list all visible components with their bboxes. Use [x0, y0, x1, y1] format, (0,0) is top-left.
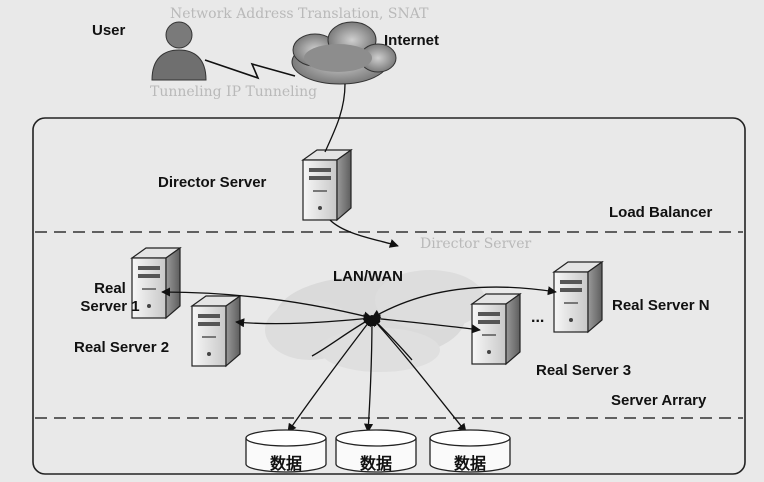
database-2-label: 数据 — [359, 454, 392, 473]
lightning-link — [204, 59, 296, 80]
server-array-label: Server Arrary — [611, 392, 707, 409]
real-server-2-icon — [191, 295, 241, 367]
hub-links — [161, 286, 557, 433]
director-server-icon — [302, 149, 352, 221]
director-server-label: Director Server — [158, 174, 267, 191]
real-server-2-label: Real Server 2 — [74, 339, 170, 356]
load-balancer-label: Load Balancer — [609, 204, 713, 221]
real-server-1-label: Real Server 1 — [80, 280, 140, 315]
internet-cloud-icon — [291, 21, 397, 85]
lan-wan-label: LAN/WAN — [333, 268, 403, 285]
internet-director-link — [324, 83, 346, 153]
background-text-line-2: Tunneling IP Tunneling — [150, 84, 318, 100]
background-text-line-1: Network Address Translation, SNAT — [170, 6, 429, 22]
outer-frame — [32, 117, 746, 475]
real-server-3-icon — [471, 293, 521, 365]
background-text-line-3: Director Server — [420, 236, 532, 252]
database-1-label: 数据 — [269, 454, 302, 473]
real-server-3-label: Real Server 3 — [536, 362, 632, 379]
user-icon — [151, 21, 207, 81]
ellipsis-label: ... — [531, 309, 545, 326]
real-server-n-icon — [553, 261, 603, 333]
internet-label: Internet — [384, 32, 440, 49]
real-server-n-label: Real Server N — [612, 297, 710, 314]
user-label: User — [92, 22, 126, 39]
database-3-label: 数据 — [453, 454, 486, 473]
director-lan-link — [329, 219, 399, 248]
